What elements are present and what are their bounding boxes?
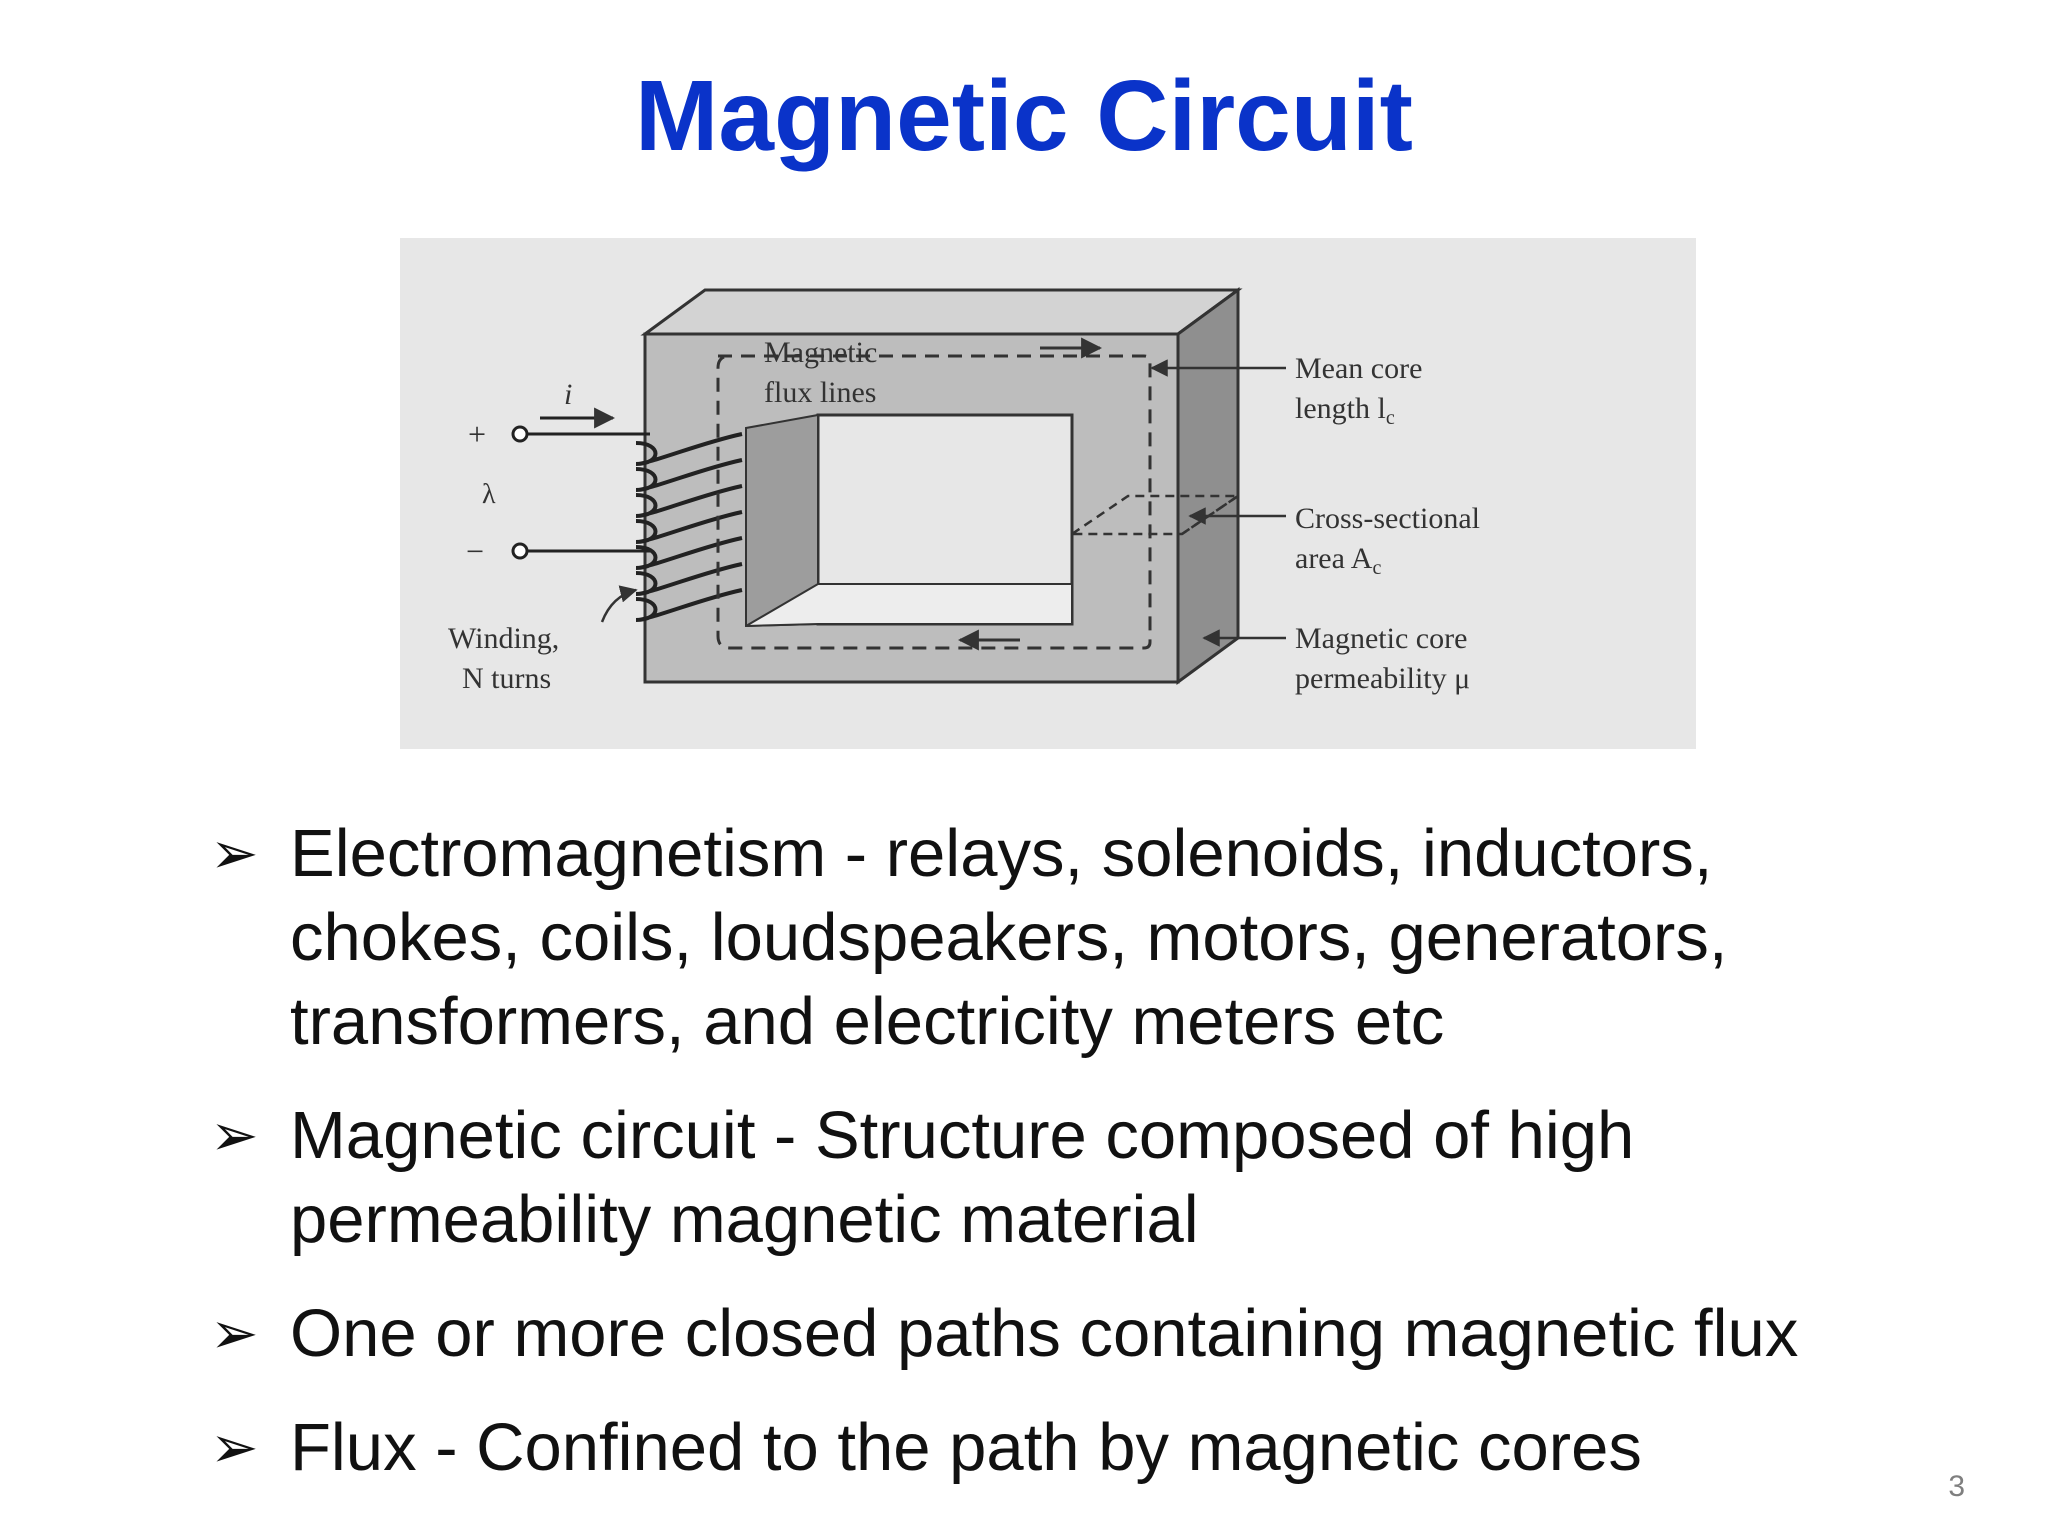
- flux-path: [716, 354, 1152, 650]
- cross-section-label-line2: area A: [1295, 542, 1373, 575]
- core-side-face: [1176, 287, 1240, 685]
- bullet-text-line: One or more closed paths containing magn…: [290, 1296, 1799, 1371]
- arrowhead-bullet-icon: ➢: [210, 1103, 259, 1168]
- plus-label: +: [468, 416, 486, 452]
- permeability-label-line1: Magnetic core: [1295, 622, 1467, 655]
- window-inner-bottom: [745, 583, 1073, 627]
- positive-terminal: [511, 425, 529, 443]
- negative-terminal: [511, 542, 529, 560]
- cross-section-label-sub: c: [1372, 557, 1381, 579]
- bullet-text-line: Electromagnetism - relays, solenoids, in…: [290, 816, 1713, 891]
- bullet-item: ➢ Flux - Confined to the path by magneti…: [210, 1406, 1910, 1490]
- bullet-text-line: permeability magnetic material: [290, 1182, 1199, 1257]
- page-number: 3: [1948, 1470, 1965, 1503]
- magnetic-circuit-figure: Magnetic flux lines i + λ − Winding, N t…: [400, 238, 1696, 749]
- winding-leader: [600, 585, 638, 623]
- mean-core-label-line2: length l: [1295, 392, 1386, 425]
- arrowhead-bullet-icon: ➢: [210, 1301, 259, 1366]
- winding-label-line1: Winding,: [448, 622, 559, 655]
- lambda-label: λ: [482, 479, 496, 510]
- bullet-text-line: transformers, and electricity meters etc: [290, 984, 1445, 1059]
- current-label: i: [564, 378, 572, 411]
- bullet-item: ➢ Electromagnetism - relays, solenoids, …: [210, 812, 1910, 1064]
- arrowhead-bullet-icon: ➢: [210, 821, 259, 886]
- permeability-label-line2: permeability μ: [1295, 662, 1470, 695]
- minus-label: −: [466, 533, 484, 569]
- bullet-text-line: chokes, coils, loudspeakers, motors, gen…: [290, 900, 1728, 975]
- core-top-face: [640, 288, 1243, 336]
- arrowhead-bullet-icon: ➢: [210, 1415, 259, 1480]
- mean-core-label-line1: Mean core: [1295, 352, 1422, 385]
- bullet-text-line: Magnetic circuit - Structure composed of…: [290, 1098, 1635, 1173]
- core-front-face: [643, 332, 1180, 684]
- flux-label-line1: Magnetic: [764, 336, 877, 369]
- cross-section-label-line2-group: area Ac: [1295, 542, 1381, 579]
- bullet-list: ➢ Electromagnetism - relays, solenoids, …: [210, 812, 1910, 1490]
- slide-title: Magnetic Circuit: [635, 60, 1413, 172]
- winding-label-line2: N turns: [462, 662, 551, 695]
- winding-coil: [635, 432, 743, 622]
- flux-label-line2: flux lines: [764, 376, 877, 409]
- cross-section-outline: [1067, 494, 1243, 536]
- bullet-item: ➢ One or more closed paths containing ma…: [210, 1292, 1910, 1376]
- magnetic-core-diagram: Magnetic flux lines i + λ − Winding, N t…: [448, 287, 1480, 695]
- mean-core-label-sub: c: [1386, 407, 1395, 429]
- mean-core-label-line2-group: length lc: [1295, 392, 1395, 429]
- cross-section-label-line1: Cross-sectional: [1295, 502, 1480, 535]
- bullet-text-line: Flux - Confined to the path by magnetic …: [290, 1410, 1642, 1485]
- bullet-item: ➢ Magnetic circuit - Structure composed …: [210, 1094, 1910, 1262]
